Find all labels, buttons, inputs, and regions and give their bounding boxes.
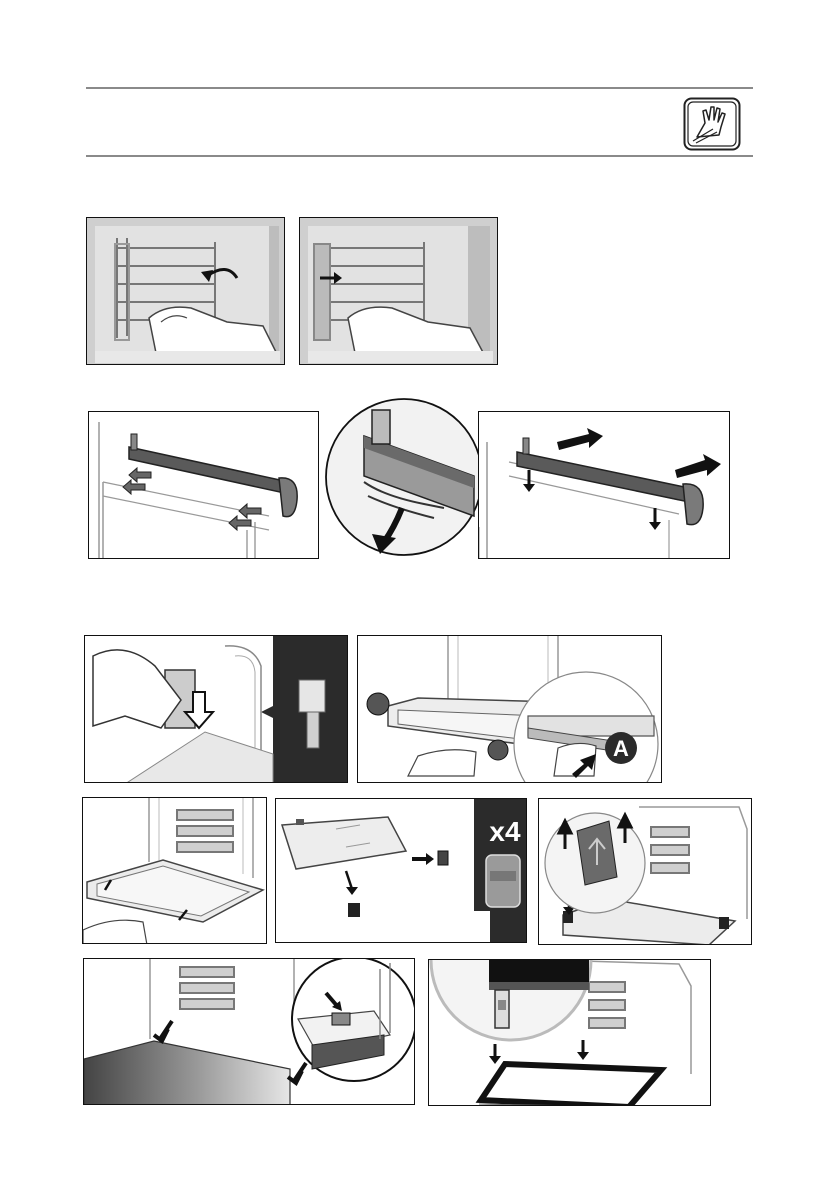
glass-seal-check xyxy=(428,959,711,1106)
door-glass-lift xyxy=(82,797,267,944)
header-rule-top xyxy=(86,87,753,89)
glass-spacers: x4 xyxy=(275,798,527,943)
glass-refit-arrows xyxy=(538,798,752,945)
door-glass-release: A xyxy=(357,635,662,783)
spacer-multiplier-label: x4 xyxy=(489,816,521,847)
rack-remove-step-2 xyxy=(299,217,498,365)
rail-release xyxy=(88,411,319,559)
glass-reinsert xyxy=(83,958,415,1105)
callout-a-label: A xyxy=(613,736,629,761)
header-rule-bottom xyxy=(86,155,753,157)
door-hinge-lock xyxy=(84,635,348,783)
rack-remove-step-1 xyxy=(86,217,285,365)
cleaning-hand-icon xyxy=(683,97,741,151)
rail-clip-detail xyxy=(324,396,484,558)
rail-slide-out xyxy=(478,411,730,559)
